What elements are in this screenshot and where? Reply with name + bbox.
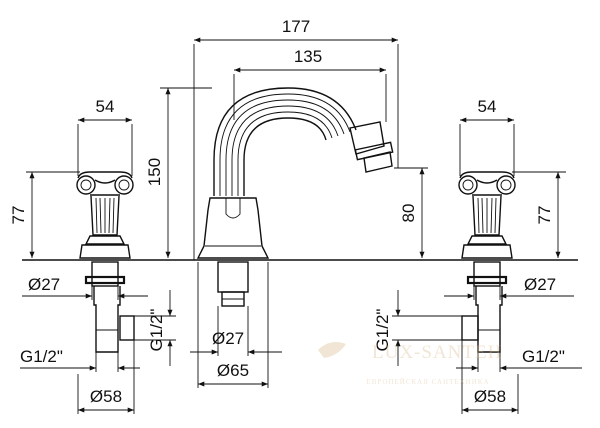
dim-label-54-left: 54: [96, 97, 115, 116]
dim-handle-width-right: 54: [460, 97, 514, 176]
dim-label-dia27-spout: Ø27: [212, 329, 244, 348]
right-handle: [459, 172, 515, 258]
dim-handle-height-right: 77: [512, 172, 566, 258]
dim-label-dia58-left: Ø58: [90, 387, 122, 406]
left-valve-body: [86, 262, 134, 352]
dim-spout-reach: 135: [234, 47, 386, 122]
dim-label-dia27-left: Ø27: [28, 275, 60, 294]
dim-label-77-left: 77: [9, 206, 28, 225]
dim-spout-base-dia: Ø65: [198, 262, 268, 388]
dim-label-dia58-right: Ø58: [474, 387, 506, 406]
dim-thread-vertical-center: G1/2": [134, 290, 176, 366]
dim-label-54-right: 54: [478, 97, 497, 116]
dim-valve-dia-right: Ø27: [444, 270, 574, 300]
dim-valve-dia-left: Ø27: [22, 270, 148, 300]
dim-label-g12-right: G1/2": [522, 347, 565, 366]
spout: [198, 88, 393, 258]
left-handle: [77, 172, 133, 258]
dim-label-dia65: Ø65: [217, 361, 249, 380]
dim-label-135: 135: [294, 47, 322, 66]
watermark-logo: LUX-SANTEH ЕВРОПЕЙСКАЯ САНТЕХНИКА: [318, 342, 502, 386]
dim-thread-left: G1/2": [20, 347, 140, 372]
dim-handle-width-left: 54: [78, 97, 132, 176]
dim-spout-height: 150: [145, 88, 212, 258]
watermark-tagline: ЕВРОПЕЙСКАЯ САНТЕХНИКА: [366, 378, 489, 386]
dim-label-dia27-right: Ø27: [524, 275, 556, 294]
dim-label-150: 150: [145, 158, 164, 186]
dim-label-80: 80: [399, 204, 418, 223]
dim-flange-dia-left: Ø58: [78, 340, 134, 414]
dim-outlet-height: 80: [394, 168, 428, 258]
dim-label-g12-left: G1/2": [20, 347, 63, 366]
dim-handle-height-left: 77: [9, 172, 80, 258]
dim-label-177: 177: [282, 17, 310, 36]
dim-label-g12-vertical-center: G1/2": [147, 309, 166, 352]
spout-valve-body: [218, 262, 248, 306]
dim-label-77-right: 77: [535, 206, 554, 225]
right-valve-body: [462, 262, 506, 352]
watermark-brand: LUX-SANTEH: [372, 342, 502, 363]
